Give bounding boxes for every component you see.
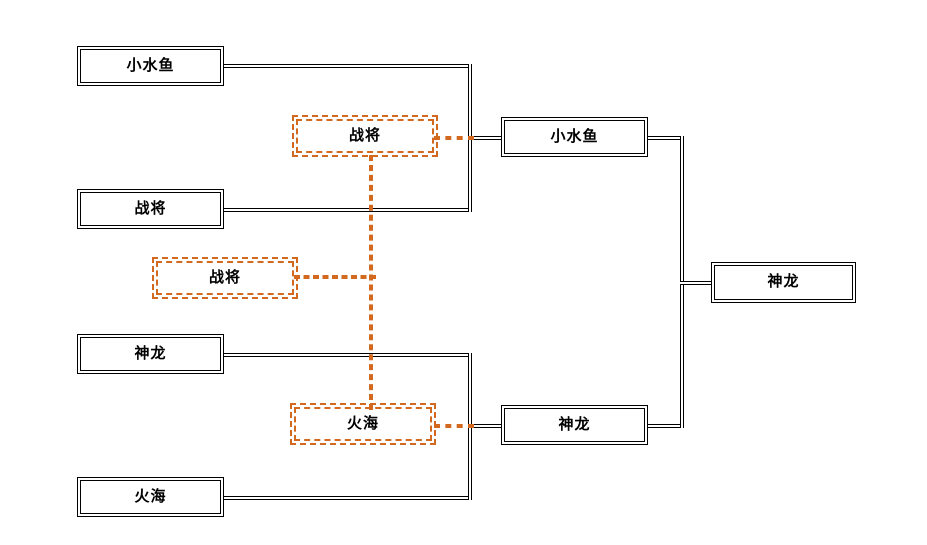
- bracket-node-r1-3[interactable]: 神龙: [77, 334, 224, 374]
- pending-node-g2-label: 战将: [208, 269, 241, 286]
- bracket-node-r1-4-inner: 火海: [80, 480, 221, 514]
- connector-r2-2-out: [648, 424, 684, 428]
- pending-node-g3[interactable]: 火海: [290, 403, 436, 445]
- connector-top-bracket-to-r2-1: [468, 136, 504, 140]
- bracket-node-r1-2[interactable]: 战将: [77, 189, 224, 229]
- pending-node-g2-inner: 战将: [156, 261, 294, 295]
- pending-node-g1[interactable]: 战将: [292, 115, 438, 157]
- bracket-node-r1-2-inner: 战将: [80, 192, 221, 226]
- pending-node-g2[interactable]: 战将: [152, 257, 298, 299]
- connector-r1-2-out: [222, 208, 472, 212]
- pending-node-g3-label: 火海: [346, 415, 379, 432]
- pending-connector-g1-out: [434, 136, 474, 140]
- connector-r1-1-out: [222, 64, 472, 68]
- bracket-node-r1-3-label: 神龙: [134, 345, 167, 362]
- pending-connector-spine-vertical: [369, 155, 373, 410]
- connector-r1-3-out: [222, 353, 472, 357]
- bracket-node-r2-2-label: 神龙: [558, 416, 591, 433]
- connector-final-bracket-to-final: [680, 281, 714, 285]
- pending-node-g3-inner: 火海: [294, 407, 432, 441]
- connector-r2-1-out: [648, 136, 684, 140]
- pending-node-g1-label: 战将: [348, 127, 381, 144]
- bracket-node-r1-2-label: 战将: [134, 200, 167, 217]
- bracket-node-r1-1-inner: 小水鱼: [80, 49, 221, 83]
- bracket-node-r2-1[interactable]: 小水鱼: [501, 117, 648, 157]
- connector-r1-4-out: [222, 496, 472, 500]
- bracket-node-r1-1[interactable]: 小水鱼: [77, 46, 224, 86]
- bracket-node-final-label: 神龙: [767, 274, 800, 290]
- bracket-node-r1-4[interactable]: 火海: [77, 477, 224, 517]
- bracket-node-r1-4-label: 火海: [134, 488, 167, 505]
- bracket-node-r1-1-label: 小水鱼: [126, 57, 175, 74]
- bracket-node-r2-2[interactable]: 神龙: [501, 405, 648, 445]
- bracket-node-r1-3-inner: 神龙: [80, 337, 221, 371]
- bracket-node-r2-1-label: 小水鱼: [550, 128, 599, 145]
- bracket-node-final[interactable]: 神龙: [711, 262, 856, 303]
- pending-connector-g2-out: [294, 275, 376, 279]
- pending-connector-g3-out: [434, 424, 474, 428]
- pending-node-g1-inner: 战将: [296, 119, 434, 153]
- bracket-node-final-inner: 神龙: [714, 265, 853, 300]
- bracket-node-r2-1-inner: 小水鱼: [504, 120, 645, 154]
- connector-bottom-bracket-to-r2-2: [468, 424, 504, 428]
- bracket-node-r2-2-inner: 神龙: [504, 408, 645, 442]
